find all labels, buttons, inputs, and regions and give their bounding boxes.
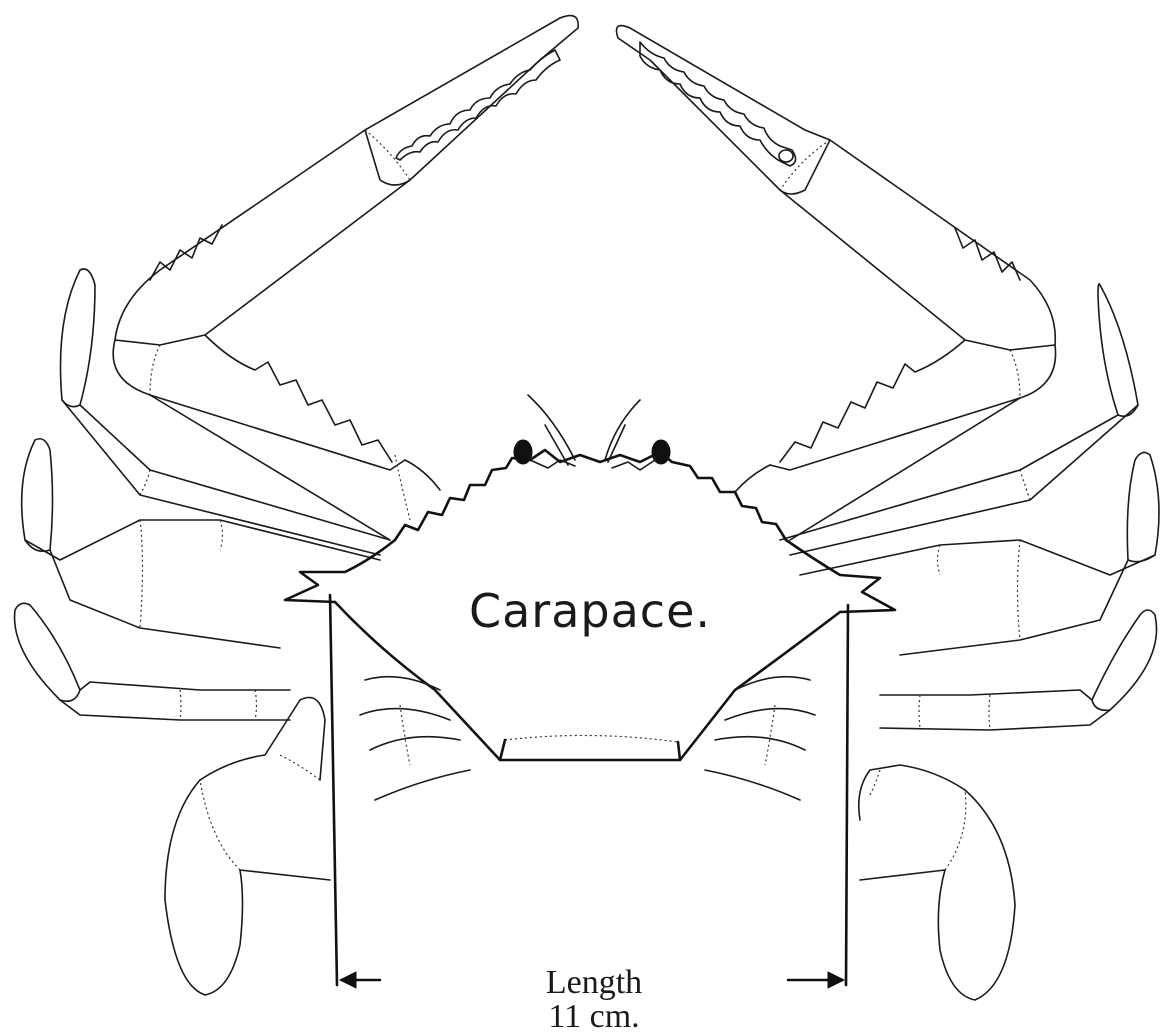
length-label: Length (546, 964, 642, 1001)
right-arrowhead-icon (828, 972, 844, 988)
carapace-label: Carapace. (469, 584, 711, 638)
leg-bases (360, 677, 815, 800)
left-claw (113, 16, 578, 540)
left-arrowhead-icon (340, 972, 356, 988)
left-walking-legs (15, 269, 390, 995)
right-claw (617, 26, 1056, 540)
right-walking-legs (780, 284, 1159, 1000)
length-measurement (330, 595, 848, 988)
size-label: 11 cm. (548, 998, 639, 1035)
